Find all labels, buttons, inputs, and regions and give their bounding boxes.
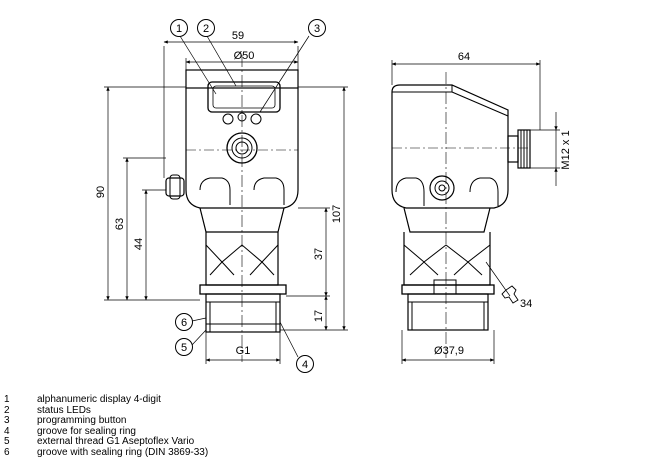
dim-64: 64	[458, 51, 470, 63]
legend-item: 3 programming button	[4, 416, 424, 427]
dim-m12: M12 x 1	[560, 130, 572, 169]
dim-90: 90	[95, 186, 107, 198]
front-dimension-labels: 59 Ø50 90 63 44 107 37 17 G1	[95, 30, 343, 357]
dim-dia-50: Ø50	[234, 50, 255, 62]
dim-dia-37-9: Ø37,9	[434, 345, 464, 357]
legend-number: 2	[4, 404, 10, 416]
callout-3: 3	[314, 23, 320, 35]
dim-44: 44	[133, 238, 145, 250]
dim-59: 59	[232, 30, 244, 42]
legend-text: groove with sealing ring (DIN 3869-33)	[37, 446, 209, 458]
legend-item: 2 status LEDs	[4, 404, 424, 417]
callout-leaders	[179, 35, 310, 358]
callout-1: 1	[176, 23, 182, 35]
legend-number: 1	[4, 394, 10, 405]
callout-4: 4	[302, 359, 308, 371]
callout-bubbles	[170, 19, 326, 373]
technical-drawing: 1 2 3 4 5 6 59 Ø50 90 63 44 107 37 17 G1	[95, 19, 572, 373]
dim-37: 37	[313, 248, 325, 260]
legend-item: 6 groove with sealing ring (DIN 3869-33)	[4, 446, 424, 459]
legend-text: external thread G1 Aseptoflex Vario	[37, 436, 195, 448]
dim-63: 63	[114, 218, 126, 230]
dim-107: 107	[331, 205, 343, 223]
legend-text: alphanumeric display 4-digit	[37, 394, 161, 405]
side-dimension-lines	[391, 60, 560, 364]
dim-17: 17	[313, 310, 325, 322]
callout-2: 2	[203, 23, 209, 35]
legend-item: 4 groove for sealing ring	[4, 425, 424, 438]
legend-item: 1 alphanumeric display 4-digit	[4, 394, 424, 406]
side-dimension-labels: 64 M12 x 1 34 Ø37,9	[434, 51, 572, 357]
legend-number: 5	[4, 436, 10, 448]
legend-item: 5 external thread G1 Aseptoflex Vario	[4, 437, 424, 448]
legend: 1 alphanumeric display 4-digit 2 status …	[4, 394, 424, 459]
front-view	[165, 55, 299, 362]
legend-number: 6	[4, 446, 10, 458]
legend-text: status LEDs	[37, 404, 91, 416]
dim-wrench-34: 34	[520, 298, 532, 310]
callout-5: 5	[181, 342, 187, 354]
side-view	[391, 72, 531, 358]
callout-6: 6	[181, 317, 187, 329]
legend-text: programming button	[37, 415, 127, 427]
dim-g1: G1	[236, 345, 251, 357]
legend-text: groove for sealing ring	[37, 425, 136, 437]
legend-number: 3	[4, 415, 10, 427]
front-dimension-lines	[104, 40, 348, 364]
callout-numbers: 1 2 3 4 5 6	[176, 23, 320, 371]
legend-number: 4	[4, 425, 10, 437]
